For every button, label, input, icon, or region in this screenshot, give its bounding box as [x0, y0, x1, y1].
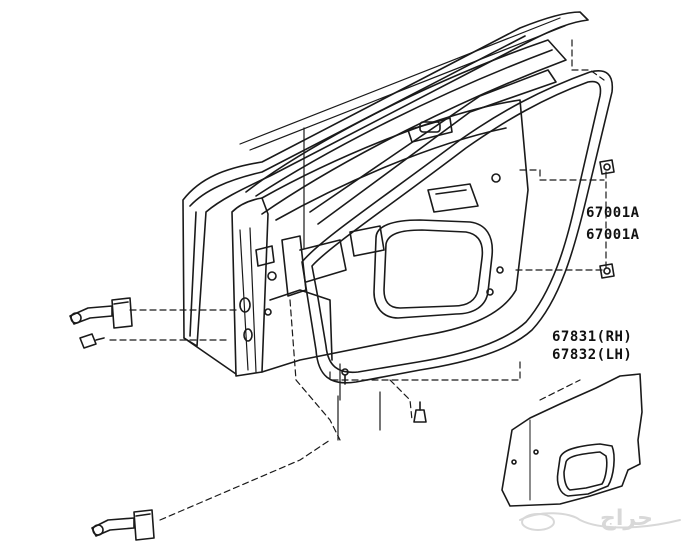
part-number-clip-upper: 67001A — [586, 205, 640, 221]
outer-door-panel — [182, 11, 589, 375]
part-number-clip-lower: 67001A — [586, 227, 640, 243]
inner-door-frame — [231, 99, 529, 377]
leader-lines — [109, 39, 607, 521]
watermark-text: حراج — [600, 506, 653, 531]
part-number-trim-board-lh: 67832(LH) — [552, 347, 633, 363]
door-weatherstrip — [301, 70, 614, 384]
door-trim-board — [501, 373, 643, 507]
watermark-logo — [519, 512, 681, 531]
clip-lower-icon — [599, 263, 615, 279]
small-screw-icon — [341, 368, 349, 385]
door-check-upper — [69, 297, 133, 349]
clip-upper-icon — [599, 159, 615, 175]
part-number-trim-board-rh: 67831(RH) — [552, 329, 633, 345]
pin-clip-icon — [413, 401, 427, 423]
center-lines — [303, 127, 381, 441]
service-hole — [373, 173, 504, 319]
door-check-lower — [91, 509, 155, 541]
